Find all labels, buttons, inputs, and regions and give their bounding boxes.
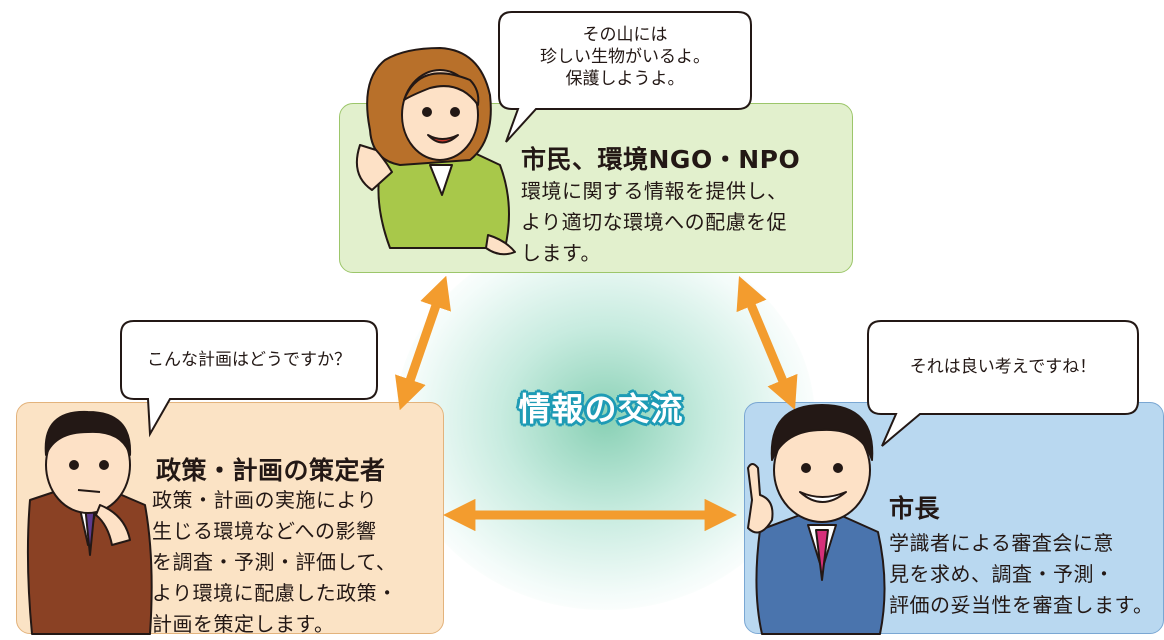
mayor-desc-line: 見を求め、調査・予測・ (889, 562, 1115, 586)
mayor-speech-bubble (867, 320, 1139, 447)
planner-desc-line: を調査・予測・評価して、 (152, 550, 397, 574)
planner-man-illustration (26, 410, 153, 635)
citizen-speech-line: 保護しようよ。 (565, 69, 685, 89)
mayor-desc-line: 評価の妥当性を審査します。 (889, 593, 1154, 617)
mayor-desc-line: 学識者による審査会に意 (889, 531, 1114, 555)
citizen-speech-line: その山には (582, 25, 668, 45)
planner-desc-line: 生じる環境などへの影響 (152, 519, 377, 543)
mayor-speech-text: それは良い考えですね！ (872, 356, 1134, 378)
planner-description: 政策・計画の実施により 生じる環境などへの影響 を調査・予測・評価して、 より環… (152, 485, 398, 640)
planner-speech-bubble (120, 320, 378, 438)
planner-desc-line: より環境に配慮した政策・ (152, 581, 398, 605)
citizen-speech-text: その山には 珍しい生物がいるよ。 保護しようよ。 (505, 24, 745, 90)
mayor-title: 市長 (889, 494, 941, 523)
planner-desc-line: 政策・計画の実施により (152, 488, 378, 512)
citizen-speech-line: 珍しい生物がいるよ。 (540, 47, 710, 67)
citizen-desc-line: より適切な環境への配慮を促 (521, 210, 788, 234)
arrow-citizen-mayor (736, 276, 798, 410)
arrow-citizen-planner (395, 275, 451, 411)
mayor-man-illustration (747, 404, 886, 635)
planner-speech-text: こんな計画はどうですか？ (124, 349, 374, 371)
planner-desc-line: 計画を策定します。 (152, 612, 335, 636)
citizen-title: 市民、環境NGO・NPO (521, 145, 801, 174)
planner-title: 政策・計画の策定者 (156, 456, 386, 485)
citizen-description: 環境に関する情報を提供し、 より適切な環境への配慮を促 します。 (521, 176, 788, 269)
citizen-desc-line: します。 (521, 241, 601, 265)
center-label: 情報の交流 (518, 390, 684, 428)
citizen-desc-line: 環境に関する情報を提供し、 (521, 179, 788, 203)
citizen-woman-illustration (356, 47, 516, 256)
planner-speech-line: こんな計画はどうですか？ (147, 350, 351, 370)
mayor-description: 学識者による審査会に意 見を求め、調査・予測・ 評価の妥当性を審査します。 (889, 528, 1154, 621)
mayor-speech-line: それは良い考えですね！ (909, 357, 1097, 377)
citizen-speech-bubble (498, 11, 752, 143)
